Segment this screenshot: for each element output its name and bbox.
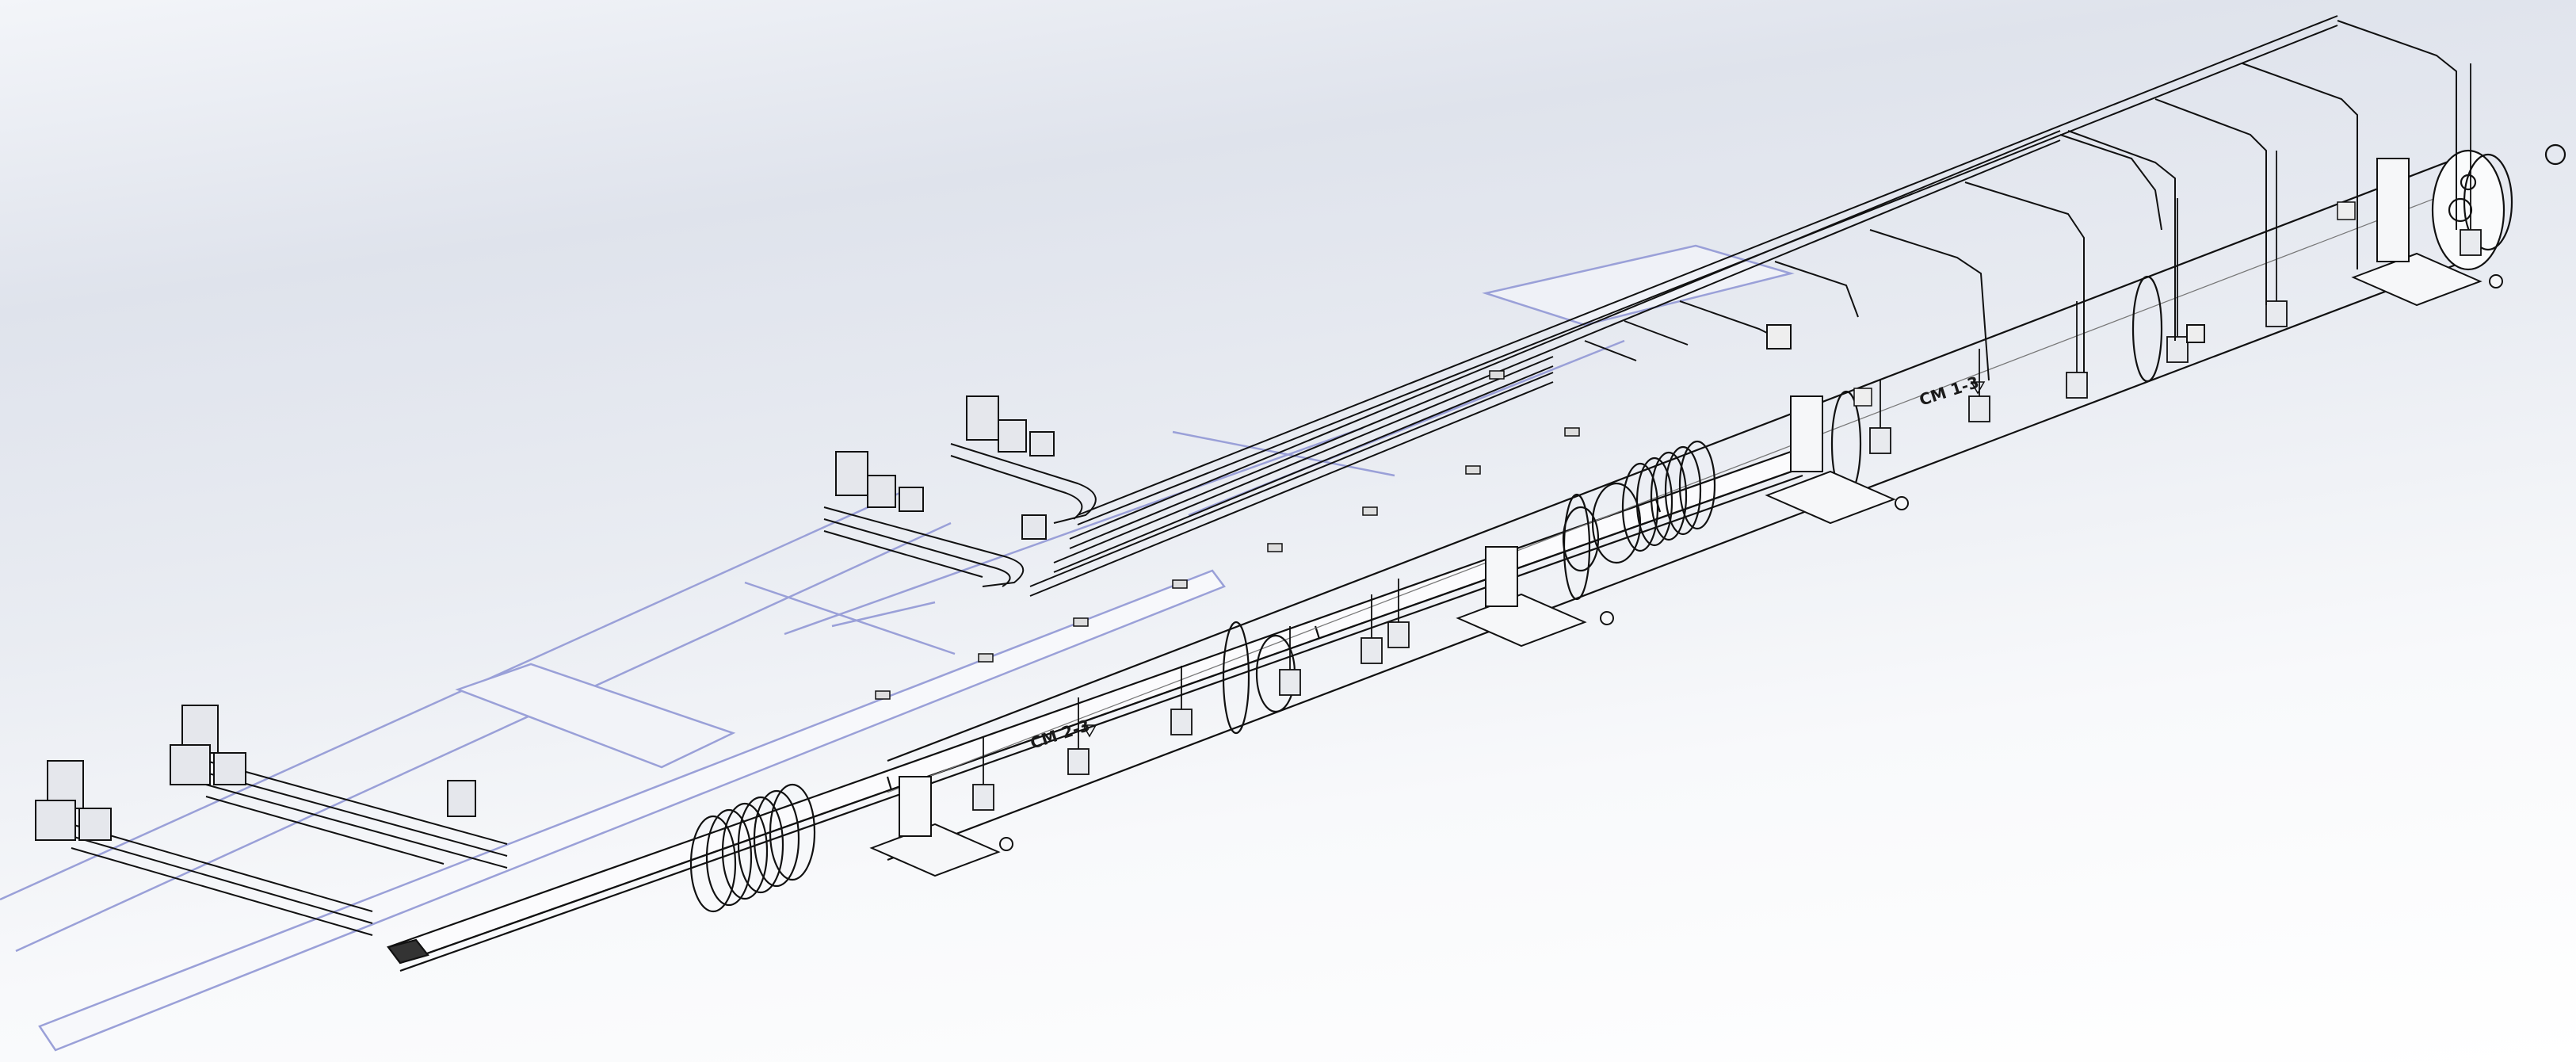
girder-edge xyxy=(399,474,1803,972)
vessel-end-head xyxy=(2431,149,2505,271)
upper-pipe-bundle xyxy=(1029,15,2457,597)
hanger xyxy=(2166,198,2189,363)
upper-left-pipe-assembly xyxy=(823,395,1097,587)
pipe-fitting-cluster xyxy=(35,705,476,841)
lug xyxy=(875,690,891,700)
u-bend-pipe xyxy=(950,455,1083,520)
u-bend-pipe xyxy=(823,530,983,578)
lug xyxy=(1465,465,1481,475)
hanger xyxy=(1279,626,1301,696)
reference-axis-line xyxy=(831,601,936,628)
pipe-branch xyxy=(2337,20,2457,230)
pipe-run xyxy=(71,835,373,924)
pipe-clamp xyxy=(2186,324,2205,343)
pipe-run xyxy=(205,772,508,857)
vessel-ring xyxy=(2131,275,2163,383)
vessel-port xyxy=(2460,174,2477,191)
pipe-branch xyxy=(1584,340,1637,361)
reference-plane-front xyxy=(455,663,736,769)
tag-marker-icon xyxy=(1970,381,1986,395)
flange-ring xyxy=(1591,482,1642,564)
pipe-branch xyxy=(1869,229,1990,381)
girder-edge xyxy=(399,466,1803,965)
main-girder xyxy=(387,450,1804,972)
pipe-run xyxy=(1069,130,2061,540)
pipe-run xyxy=(1053,365,1554,573)
lug xyxy=(1362,506,1378,516)
tag-marker-icon xyxy=(1082,724,1097,738)
u-bend-pipe xyxy=(823,506,1025,587)
pipe-run xyxy=(1077,15,2338,516)
hanger xyxy=(2066,301,2088,399)
hanger xyxy=(2265,151,2288,327)
flange-ring xyxy=(1562,506,1600,572)
bellows-front xyxy=(689,783,816,913)
reference-plank xyxy=(38,569,1226,1052)
pipe-branch xyxy=(1964,181,2085,372)
hanger xyxy=(1869,380,1891,454)
saddle-support xyxy=(869,776,1013,877)
lug xyxy=(1073,617,1089,627)
girder-lugs xyxy=(875,370,1580,700)
vessel-bottom-edge xyxy=(887,260,2465,861)
lug xyxy=(1172,579,1188,589)
pipe-run xyxy=(1029,381,1554,597)
nameplate-icon xyxy=(1853,388,1872,407)
pipe-branch xyxy=(1624,320,1689,346)
saddle-support xyxy=(2351,158,2503,307)
vessel-ring xyxy=(1222,621,1250,735)
pipe-run xyxy=(1053,356,1554,563)
vessel-nozzle xyxy=(2544,143,2566,166)
u-bend-pipe xyxy=(950,443,1097,524)
reference-axis-line xyxy=(15,521,952,953)
hanger xyxy=(1387,579,1410,648)
pipe-run xyxy=(205,760,508,845)
reference-axis-line xyxy=(0,490,904,901)
hanger xyxy=(1170,666,1193,735)
pipe-branch xyxy=(2154,98,2267,305)
hanger xyxy=(1067,697,1090,775)
pipe-branch xyxy=(2242,63,2358,269)
vessel-top-edge xyxy=(887,157,2457,762)
pipe-run xyxy=(1069,139,2061,549)
vessel-port xyxy=(2448,197,2473,223)
lug xyxy=(1564,427,1580,437)
pipe-run xyxy=(1029,372,1554,587)
u-bend-pipe xyxy=(823,518,1011,587)
pipe-fitting-cluster xyxy=(835,395,1055,540)
saddle-support xyxy=(1765,395,1909,525)
pipe-branch xyxy=(2067,130,2176,341)
pipe-branch xyxy=(2059,134,2162,231)
lug xyxy=(1267,543,1283,552)
girder-end-cap xyxy=(387,938,429,965)
pipe-run xyxy=(71,823,373,912)
hanger xyxy=(1361,594,1383,664)
reference-axis-line xyxy=(1172,430,1395,477)
reference-geometry xyxy=(0,244,1795,1052)
vessel-end-flange xyxy=(2463,153,2513,251)
front-left-pipe-assembly xyxy=(35,705,508,936)
pipe-run xyxy=(205,796,445,865)
support-saddles xyxy=(869,158,2503,877)
pipe-run xyxy=(1077,25,2338,525)
hanger xyxy=(972,737,994,811)
saddle-support xyxy=(1456,546,1614,648)
nameplate-icon xyxy=(2337,201,2356,220)
hanger xyxy=(1968,349,1990,422)
lug xyxy=(978,653,994,663)
pipe-hangers xyxy=(972,63,2482,811)
hanger xyxy=(2460,63,2482,256)
lug xyxy=(1489,370,1505,380)
girder-splice xyxy=(886,776,893,791)
pipe-clamp xyxy=(1766,324,1792,350)
main-vessel xyxy=(689,143,2566,913)
reference-axis-line xyxy=(744,581,956,655)
pipe-run xyxy=(205,784,508,869)
reference-axis-line xyxy=(784,426,1364,636)
reference-plane-back xyxy=(1482,244,1795,327)
pipe-branch xyxy=(1774,261,1859,318)
pipe-run xyxy=(71,847,373,936)
